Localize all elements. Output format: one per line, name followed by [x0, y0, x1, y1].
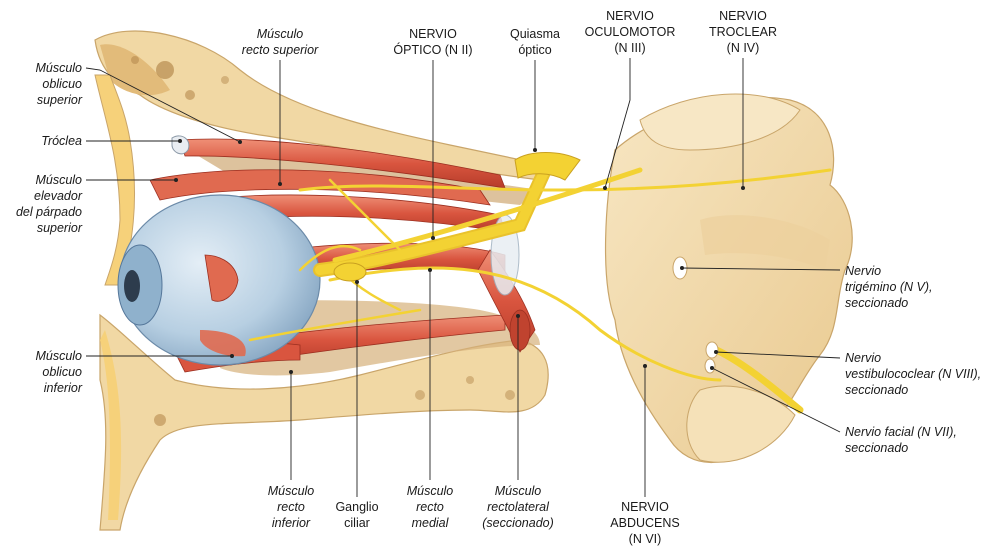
label-line: ÓPTICO (N II): [393, 42, 472, 57]
label-abducens: NERVIO ABDUCENS (N VI): [610, 364, 680, 546]
label-line: (N VI): [629, 532, 662, 546]
label-line: Músculo: [495, 484, 542, 498]
label-line: Tróclea: [41, 134, 82, 148]
label-elevador: Músculo elevador del párpado superior: [16, 173, 178, 235]
label-troclea: Tróclea: [41, 134, 182, 148]
label-line: trigémino (N V),: [845, 280, 933, 294]
label-recto-superior: Músculo recto superior: [242, 27, 319, 186]
label-line: Músculo: [35, 173, 82, 187]
label-line: NERVIO: [719, 9, 767, 23]
label-line: Nervio facial (N VII),: [845, 425, 957, 439]
label-line: Músculo: [257, 27, 304, 41]
label-line: inferior: [44, 381, 83, 395]
eyeball: [117, 194, 321, 366]
label-facial: Nervio facial (N VII), seccionado: [710, 366, 957, 455]
label-line: Músculo: [268, 484, 315, 498]
label-line: oblicuo: [42, 365, 82, 379]
label-recto-lateral: Músculo rectolateral (seccionado): [482, 314, 554, 530]
label-line: OCULOMOTOR: [585, 25, 676, 39]
label-line: del párpado: [16, 205, 82, 219]
label-line: ABDUCENS: [610, 516, 679, 530]
label-line: inferior: [272, 516, 311, 530]
label-ganglio: Ganglio ciliar: [335, 280, 379, 530]
labels: Músculo oblicuo superior Tróclea Músculo…: [16, 9, 981, 546]
label-nervio-optico: NERVIO ÓPTICO (N II): [393, 27, 473, 240]
label-line: superior: [37, 93, 83, 107]
label-line: TROCLEAR: [709, 25, 777, 39]
label-line: (seccionado): [482, 516, 554, 530]
label-line: (N IV): [727, 41, 760, 55]
nerves: [248, 152, 832, 382]
label-line: seccionado: [845, 383, 908, 397]
label-line: vestibulococlear (N VIII),: [845, 367, 981, 381]
label-line: recto superior: [242, 43, 319, 57]
label-trigemino: Nervio trigémino (N V), seccionado: [680, 264, 933, 310]
label-line: recto: [277, 500, 305, 514]
label-line: Músculo: [35, 61, 82, 75]
label-line: Músculo: [407, 484, 454, 498]
label-line: Músculo: [35, 349, 82, 363]
label-recto-inferior: Músculo recto inferior: [268, 370, 315, 530]
label-vestibulococlear: Nervio vestibulococlear (N VIII), seccio…: [714, 350, 981, 397]
label-line: rectolateral: [487, 500, 550, 514]
label-line: NERVIO: [621, 500, 669, 514]
label-line: ciliar: [344, 516, 370, 530]
label-quiasma: Quiasma óptico: [510, 27, 560, 152]
label-line: seccionado: [845, 441, 908, 455]
label-line: Ganglio: [335, 500, 378, 514]
label-line: superior: [37, 221, 83, 235]
label-line: (N III): [614, 41, 645, 55]
label-line: NERVIO: [606, 9, 654, 23]
label-oblicuo-inferior: Músculo oblicuo inferior: [35, 349, 234, 395]
label-line: medial: [412, 516, 450, 530]
label-oblicuo-superior: Músculo oblicuo superior: [35, 61, 242, 144]
label-line: Nervio: [845, 264, 881, 278]
label-line: óptico: [518, 43, 551, 57]
brainstem: [604, 93, 853, 463]
label-line: elevador: [34, 189, 83, 203]
label-line: seccionado: [845, 296, 908, 310]
label-recto-medial: Músculo recto medial: [407, 268, 454, 530]
label-line: recto: [416, 500, 444, 514]
label-line: NERVIO: [409, 27, 457, 41]
label-line: Nervio: [845, 351, 881, 365]
label-oculomotor: NERVIO OCULOMOTOR (N III): [585, 9, 676, 190]
label-troclear: NERVIO TROCLEAR (N IV): [709, 9, 777, 190]
label-line: oblicuo: [42, 77, 82, 91]
label-line: Quiasma: [510, 27, 560, 41]
